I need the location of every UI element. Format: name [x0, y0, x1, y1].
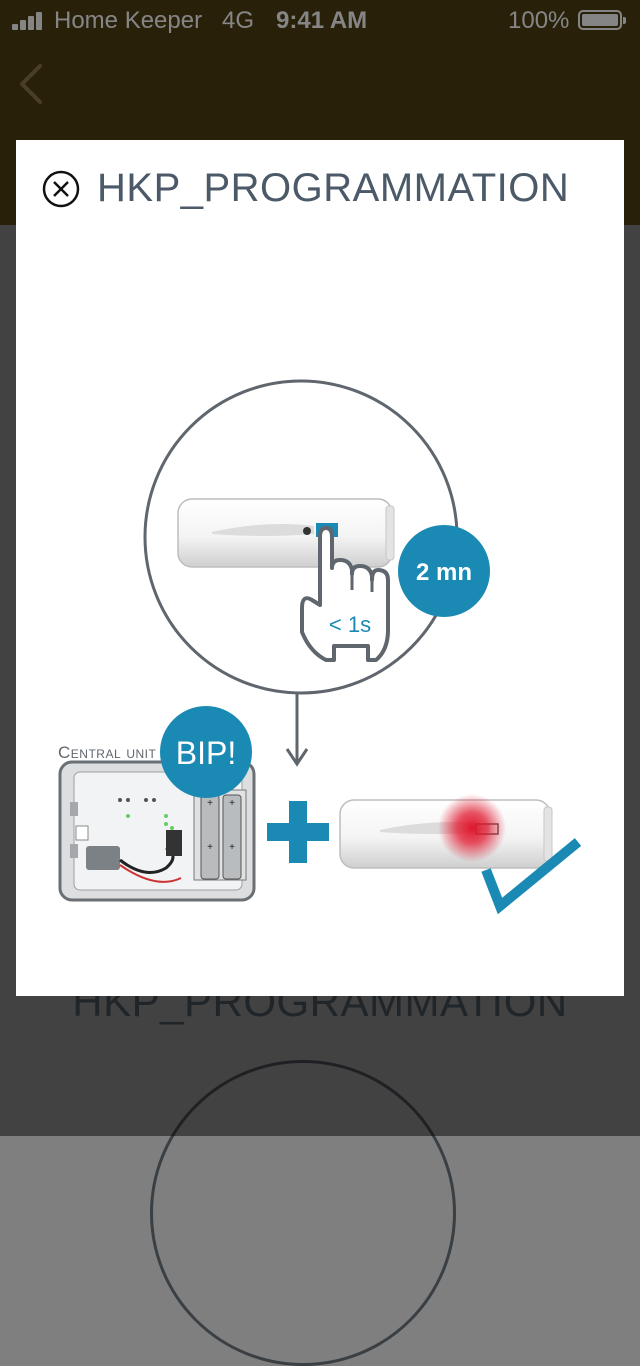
svg-text:+: + — [229, 842, 235, 853]
central-unit-label: Central unit — [58, 743, 157, 762]
checkmark-icon — [481, 838, 582, 915]
central-unit-image: + + + + — [58, 760, 256, 902]
clock: 9:41 AM — [276, 7, 368, 34]
beep-badge — [160, 706, 252, 798]
programming-illustration: < 1s 2 mn Central unit + + + + — [58, 379, 582, 915]
detector-closeup — [177, 498, 395, 568]
network-type: 4G — [222, 7, 255, 34]
status-bar: Home Keeper 4G 9:41 AM 100% — [0, 0, 640, 40]
programming-modal: HKP_PROGRAMMATION — [16, 140, 624, 996]
press-duration-label: < 1s — [329, 612, 371, 637]
plus-icon — [267, 801, 329, 863]
timer-badge-label: 2 mn — [416, 559, 472, 586]
pointing-hand-icon — [300, 526, 390, 662]
detector-led-on — [339, 794, 553, 869]
close-icon[interactable] — [42, 170, 80, 208]
timer-badge — [398, 525, 490, 617]
battery-icon — [578, 10, 626, 30]
carrier-name: Home Keeper — [54, 7, 203, 34]
battery-percent: 100% — [508, 7, 570, 34]
modal-title: HKP_PROGRAMMATION — [97, 166, 570, 210]
led-indicator — [438, 794, 506, 862]
svg-text:+: + — [207, 842, 213, 853]
beep-badge-label: BIP! — [176, 735, 236, 771]
svg-text:+: + — [207, 798, 213, 809]
chevron-left-icon[interactable] — [16, 62, 46, 106]
svg-text:+: + — [229, 798, 235, 809]
signal-icon — [12, 12, 48, 30]
